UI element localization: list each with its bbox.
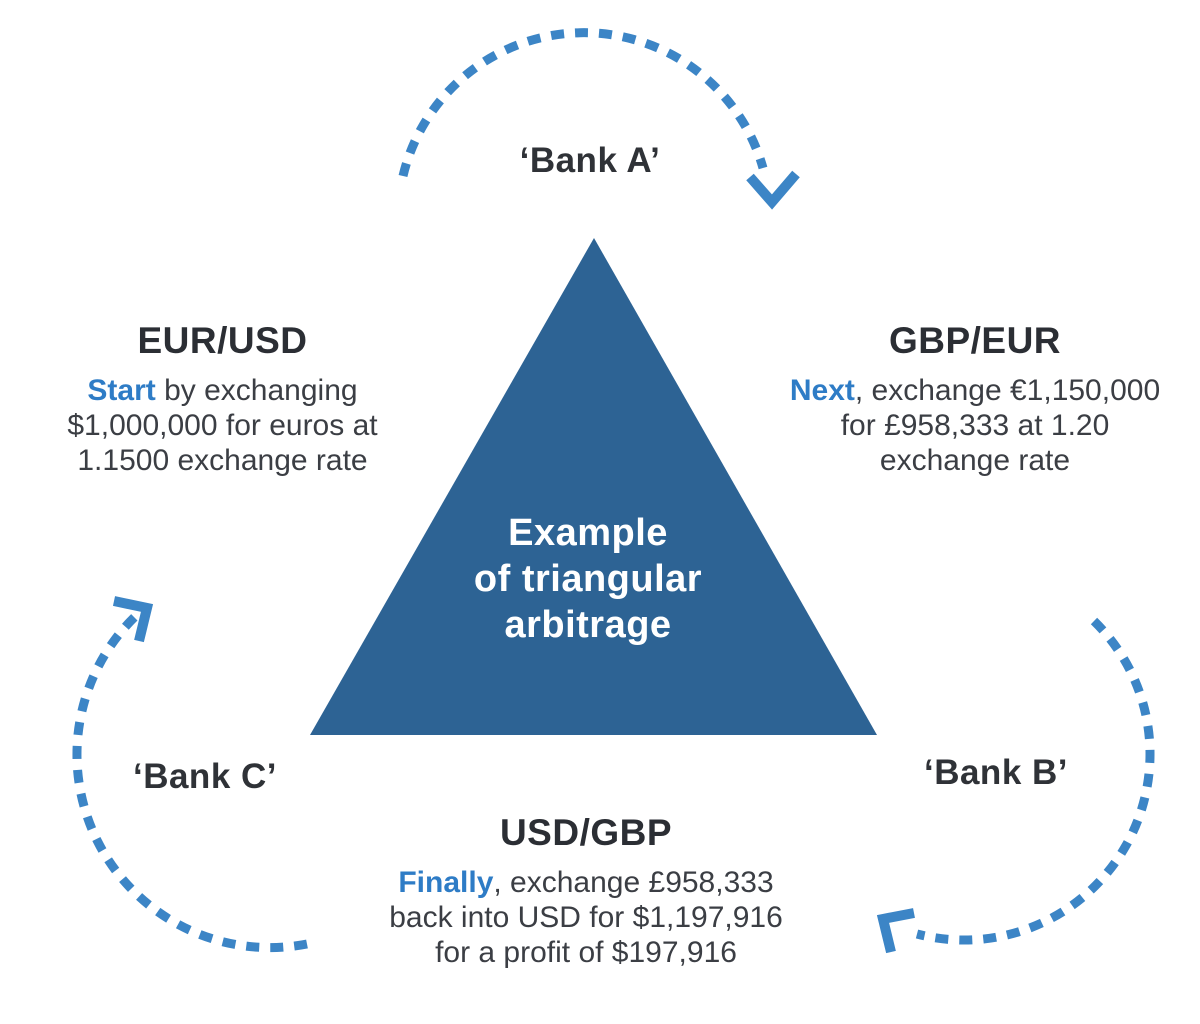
step-gbp-eur-lead-suffix: , exchange €1,150,000 xyxy=(854,374,1161,407)
step-eur-usd-line2: $1,000,000 for euros at xyxy=(67,409,378,442)
step-eur-usd-lead: Start xyxy=(87,374,156,407)
flow-arc-top xyxy=(398,28,768,178)
step-eur-usd-body: Start by exchanging $1,000,000 for euros… xyxy=(30,373,415,478)
step-usd-gbp-body: Finally, exchange £958,333 back into USD… xyxy=(330,865,842,970)
triangle-caption-line: of triangular xyxy=(473,558,703,600)
triangle-caption: Example of triangular arbitrage xyxy=(438,510,738,648)
bank-b-label: ‘Bank B’ xyxy=(923,753,1069,792)
step-usd-gbp-line1: Finally, exchange £958,333 xyxy=(330,865,842,900)
triangle-caption-line: Example xyxy=(508,512,668,554)
step-eur-usd: EUR/USD Start by exchanging $1,000,000 f… xyxy=(30,320,415,478)
step-usd-gbp-line2: back into USD for $1,197,916 xyxy=(389,901,783,934)
arrowhead-up-right-icon xyxy=(112,596,154,643)
step-gbp-eur-heading: GBP/EUR xyxy=(888,320,1062,361)
step-eur-usd-heading: EUR/USD xyxy=(137,320,308,361)
step-eur-usd-line1: Start by exchanging xyxy=(30,373,415,408)
step-gbp-eur-body: Next, exchange €1,150,000 for £958,333 a… xyxy=(775,373,1175,478)
flow-arc-bottom-left xyxy=(72,607,308,953)
flow-arc-bottom-right xyxy=(915,617,1155,945)
triangle-shape xyxy=(310,238,877,735)
step-eur-usd-lead-suffix: by exchanging xyxy=(155,374,358,407)
step-gbp-eur: GBP/EUR Next, exchange €1,150,000 for £9… xyxy=(775,320,1175,478)
bank-c-label: ‘Bank C’ xyxy=(132,757,278,796)
step-gbp-eur-line2: for £958,333 at 1.20 xyxy=(840,409,1110,442)
step-gbp-eur-lead: Next xyxy=(789,374,855,407)
step-usd-gbp-heading: USD/GBP xyxy=(499,812,673,853)
triangle-caption-line: arbitrage xyxy=(504,604,672,646)
arrowhead-left-icon xyxy=(876,908,915,954)
arrowhead-down-icon xyxy=(746,170,800,210)
bank-a-label: ‘Bank A’ xyxy=(519,141,661,180)
step-gbp-eur-line1: Next, exchange €1,150,000 xyxy=(775,373,1175,408)
step-usd-gbp-lead: Finally xyxy=(398,866,494,899)
step-usd-gbp: USD/GBP Finally, exchange £958,333 back … xyxy=(330,812,842,970)
step-usd-gbp-lead-suffix: , exchange £958,333 xyxy=(493,866,774,899)
step-usd-gbp-line3: for a profit of $197,916 xyxy=(435,936,737,969)
step-gbp-eur-line3: exchange rate xyxy=(879,444,1071,477)
step-eur-usd-line3: 1.1500 exchange rate xyxy=(77,444,368,477)
